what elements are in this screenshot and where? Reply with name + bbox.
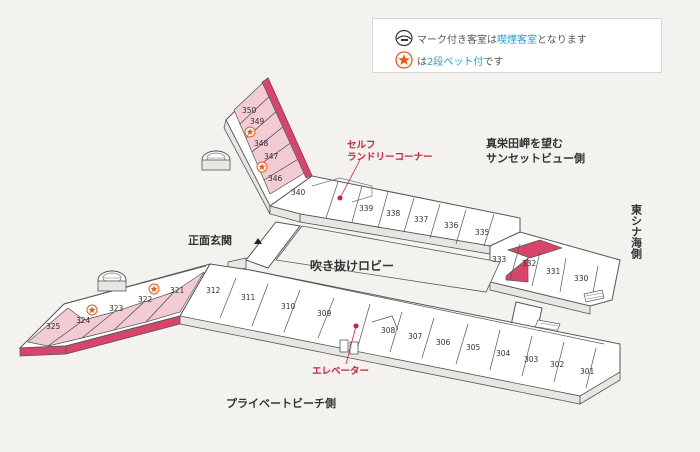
room-324: 324 [76, 316, 91, 325]
room-347: 347 [264, 152, 279, 161]
legend-bunk-pre: は [417, 56, 427, 68]
sunset-label-line2: サンセットビュー側 [486, 151, 585, 165]
room-322: 322 [138, 295, 153, 304]
elevator-dot [353, 323, 359, 329]
elevator-pointer [345, 325, 357, 365]
entrance-arrow-icon [254, 238, 262, 244]
room-349: 349 [250, 117, 265, 126]
entrance-connector [227, 221, 301, 273]
legend-smoking-row: マーク付き客室は 喫煙客室 となります [395, 29, 587, 47]
room-305: 305 [466, 343, 481, 352]
wing-upper-left [201, 77, 313, 215]
room-338: 338 [386, 209, 401, 218]
room-302: 302 [550, 360, 565, 369]
room-309: 309 [317, 309, 332, 318]
legend-smoking-pre: マーク付き客室は [417, 34, 497, 46]
room-323: 323 [109, 304, 124, 313]
room-333: 333 [492, 255, 507, 264]
legend-smoking-highlight: 喫煙客室 [497, 34, 537, 46]
room-336: 336 [444, 221, 459, 230]
room-312: 312 [206, 286, 221, 295]
room-307: 307 [408, 332, 423, 341]
room-339: 339 [359, 204, 374, 213]
atrium-label: 吹き抜けロビー [310, 258, 394, 273]
bunk-star-icon [256, 161, 268, 173]
bunk-star-icon [244, 126, 256, 138]
beach-label: プライベートビーチ側 [226, 396, 336, 410]
elevator-label: エレベーター [312, 365, 369, 377]
legend-box: マーク付き客室は 喫煙客室 となります は 2段ベット付 です [372, 18, 662, 73]
legend-bunk-row: は 2段ベット付 です [395, 51, 503, 69]
room-303: 303 [524, 355, 539, 364]
atrium-void [275, 225, 501, 293]
room-310: 310 [281, 302, 296, 311]
entrance-label: 正面玄関 [188, 233, 232, 247]
room-337: 337 [414, 215, 429, 224]
laundry-pointer [339, 159, 361, 199]
laundry-label-line1: セルフ [347, 140, 376, 151]
block-right-wing [489, 231, 621, 315]
room-304: 304 [496, 349, 511, 358]
room-301: 301 [580, 367, 595, 376]
room-306: 306 [436, 338, 451, 347]
room-311: 311 [241, 293, 256, 302]
room-330: 330 [574, 274, 589, 283]
bunk-star-icon [86, 304, 98, 316]
laundry-dot [337, 195, 343, 201]
room-332: 332 [522, 259, 537, 268]
room-335: 335 [475, 228, 490, 237]
wing-lower-left [18, 263, 212, 357]
room-308: 308 [381, 326, 396, 335]
legend-bunk-post: です [483, 56, 504, 68]
laundry-label-line2: ランドリーコーナー [347, 152, 433, 163]
room-348: 348 [254, 139, 269, 148]
block-upper-corridor [268, 175, 521, 255]
room-331: 331 [546, 267, 561, 276]
smoking-icon [395, 29, 413, 47]
room-325: 325 [46, 322, 61, 331]
east-sea-label: 東シナ海側 [630, 203, 644, 260]
room-346: 346 [268, 174, 283, 183]
sunset-label-line1: 真栄田岬を望む [486, 136, 563, 150]
bunk-star-icon [148, 283, 160, 295]
room-340: 340 [291, 188, 306, 197]
block-lower-corridor [179, 263, 621, 405]
room-321: 321 [170, 286, 185, 295]
room-350: 350 [242, 106, 257, 115]
legend-bunk-highlight: 2段ベット付 [427, 56, 484, 68]
legend-smoking-post: となります [537, 34, 587, 46]
star-icon [395, 51, 413, 69]
